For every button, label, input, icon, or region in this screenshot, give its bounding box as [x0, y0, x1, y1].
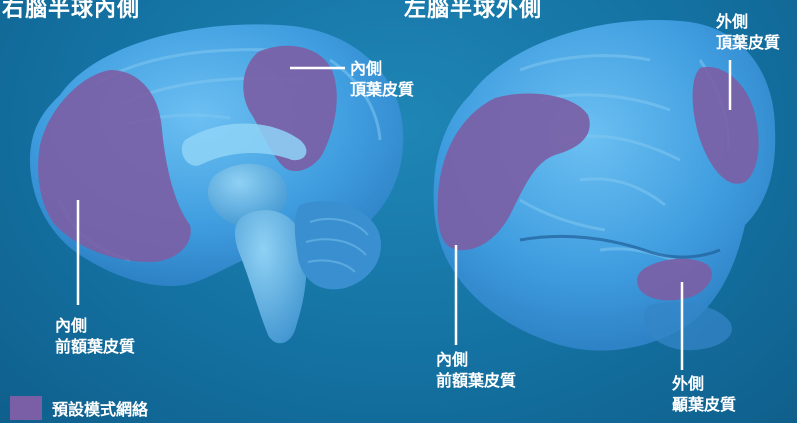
legend: 預設模式網絡: [10, 396, 148, 420]
lateral-hemisphere: [434, 20, 776, 351]
label-lateral-temporal: 外側 顳葉皮質: [672, 373, 736, 415]
label-medial-prefrontal-left-line2: 前額葉皮質: [55, 336, 135, 357]
label-medial-prefrontal-right-line1: 內側: [436, 349, 516, 370]
label-lateral-temporal-line2: 顳葉皮質: [672, 394, 736, 415]
legend-swatch: [10, 396, 42, 420]
label-medial-prefrontal-left-line1: 內側: [55, 315, 135, 336]
label-medial-parietal-line2: 頂葉皮質: [350, 79, 414, 100]
label-medial-parietal-line1: 內側: [350, 58, 414, 79]
label-medial-prefrontal-right: 內側 前額葉皮質: [436, 349, 516, 391]
label-lateral-temporal-line1: 外側: [672, 373, 736, 394]
legend-label: 預設模式網絡: [52, 396, 148, 420]
label-lateral-parietal-line1: 外側: [716, 11, 780, 32]
label-lateral-parietal-line2: 頂葉皮質: [716, 32, 780, 53]
title-left-hemisphere-lateral: 左腦半球外側: [404, 0, 542, 23]
label-lateral-parietal: 外側 頂葉皮質: [716, 11, 780, 53]
label-medial-parietal: 內側 頂葉皮質: [350, 58, 414, 100]
title-right-hemisphere-medial: 右腦半球內側: [2, 0, 140, 23]
label-medial-prefrontal-left: 內側 前額葉皮質: [55, 315, 135, 357]
medial-hemisphere: [30, 24, 403, 343]
lateral-cerebellum: [644, 302, 732, 350]
label-medial-prefrontal-right-line2: 前額葉皮質: [436, 370, 516, 391]
